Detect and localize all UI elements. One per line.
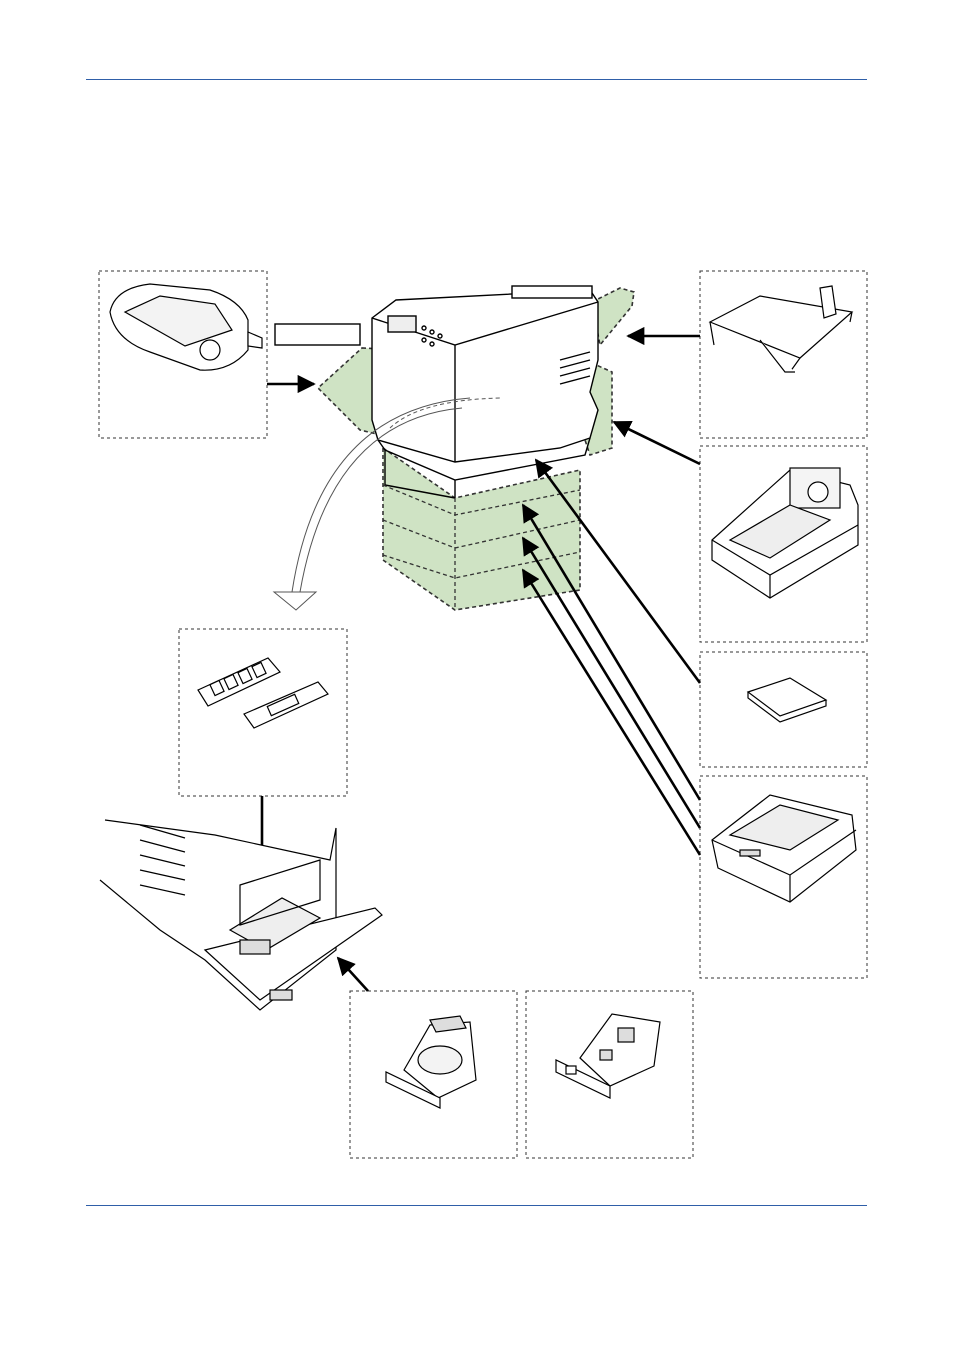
paper-feeder-icon <box>711 794 857 903</box>
connector-label-frame <box>274 323 361 346</box>
expansion-slot-arrow <box>336 956 369 992</box>
paper-feeder-placement <box>382 446 581 611</box>
compactflash-card-icon <box>746 677 828 723</box>
envelope-feeder-icon <box>109 283 263 371</box>
compactflash-card-arrow <box>534 458 702 684</box>
paper-feeder-box <box>699 775 868 979</box>
memory-modules-icon <box>197 657 329 729</box>
paper-feeder-arrow-3 <box>521 568 702 856</box>
duplexer-arrow <box>612 420 701 466</box>
paper-feeder-arrow-1 <box>521 503 702 801</box>
face-up-tray-placement <box>591 287 635 347</box>
network-card-icon <box>555 1013 661 1099</box>
header-rule <box>86 79 867 80</box>
face-up-tray-box <box>699 270 868 439</box>
printer-rear-expansion-icon <box>99 819 383 1011</box>
hard-disk-icon <box>385 1015 477 1109</box>
memory-modules-box <box>178 628 348 797</box>
memory-curved-arrow <box>291 397 471 593</box>
envelope-feeder-box <box>98 270 268 439</box>
footer-rule <box>86 1205 867 1206</box>
hard-disk-box <box>349 990 518 1159</box>
memory-hollow-arrowhead <box>272 591 318 611</box>
compactflash-card-box <box>699 651 868 768</box>
duplexer-icon <box>711 467 859 599</box>
option-boxes <box>98 270 868 1159</box>
duplexer-box <box>699 445 868 643</box>
paper-feeder-arrow-2 <box>521 536 702 829</box>
face-up-tray-icon <box>708 285 854 373</box>
network-card-box <box>525 990 694 1159</box>
printer-icon <box>371 285 599 499</box>
memory-slot-indicator <box>389 397 501 429</box>
